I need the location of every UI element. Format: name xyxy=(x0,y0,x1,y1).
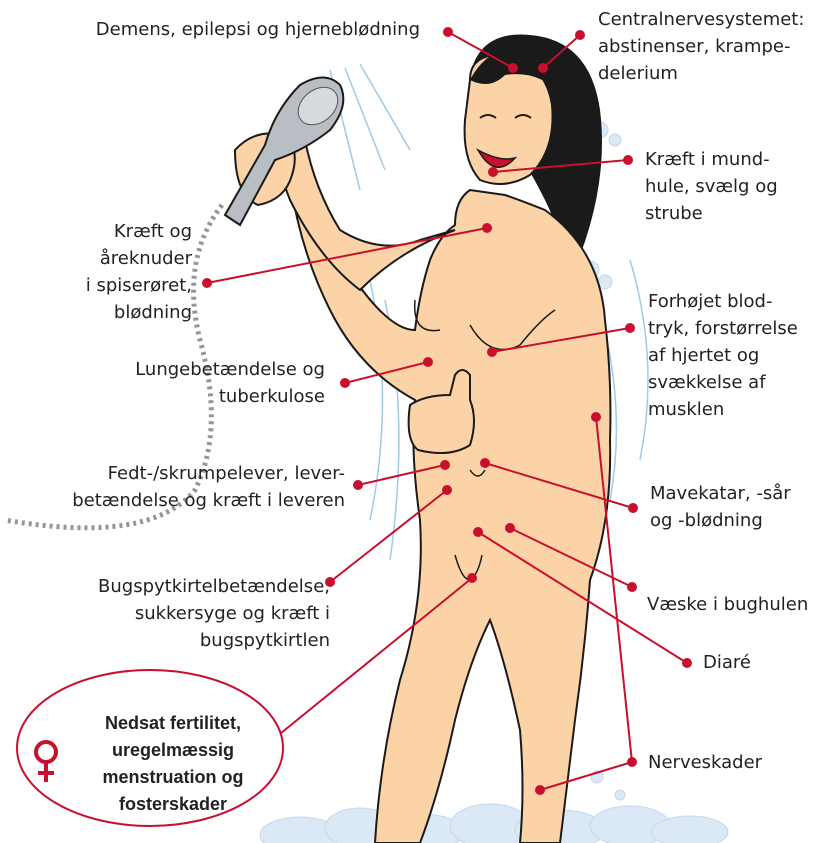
label-diarrhea: Diaré xyxy=(703,649,803,676)
label-dementia: Demens, epilepsi og hjerneblødning xyxy=(40,16,420,43)
label-stomach: Mavekatar, -sår og -blødning xyxy=(650,480,820,534)
label-heart: Forhøjet blod- tryk, forstørrelse af hje… xyxy=(648,288,831,423)
label-esophagus: Kræft og åreknuder i spiserøret, blødnin… xyxy=(40,218,192,326)
label-liver: Fedt-/skrumpelever, lever- betændelse og… xyxy=(20,460,345,514)
label-ascites: Væske i bughulen xyxy=(647,591,831,618)
label-nerve-damage: Nerveskader xyxy=(648,749,808,776)
label-mouth-cancer: Kræft i mund- hule, svælg og strube xyxy=(645,146,825,227)
label-pancreas: Bugspytkirtelbetændelse, sukkersyge og k… xyxy=(40,573,330,654)
label-central-nervous-system: Centralnervesystemet: abstinenser, kramp… xyxy=(598,6,828,87)
label-lung: Lungebetændelse og tuberkulose xyxy=(60,356,325,410)
female-symbol-icon xyxy=(28,738,64,786)
label-fertility: Nedsat fertilitet, uregelmæssig menstrua… xyxy=(68,710,278,818)
